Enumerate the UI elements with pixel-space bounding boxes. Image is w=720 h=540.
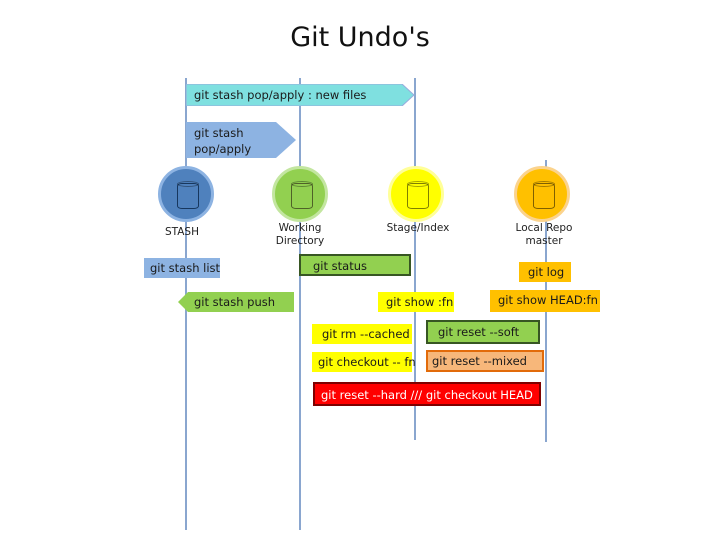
show-head-box: git show HEAD:fn (490, 290, 600, 312)
status-label: git status (313, 259, 367, 273)
log-box: git log (519, 262, 571, 282)
stash-caption: STASH (164, 226, 199, 238)
rm-cached-label: git rm --cached (322, 327, 410, 341)
repo-caption: Local Repo master (504, 222, 584, 248)
working-directory-cylinder-icon (291, 181, 313, 209)
stage-caption: Stage/Index (386, 222, 450, 234)
stash-push-label: git stash push (194, 295, 276, 309)
status-box: git status (299, 254, 411, 276)
working-caption-line-1: Working (278, 222, 322, 234)
stash-push-arrow (178, 292, 294, 312)
repo-circle (514, 166, 570, 222)
repo-cylinder-icon (533, 181, 555, 209)
log-label: git log (528, 265, 565, 279)
stash-circle (158, 166, 214, 222)
repo-caption-line-1: Local Repo (515, 222, 573, 234)
stage-circle (388, 166, 444, 222)
stage-cylinder-icon (407, 181, 429, 209)
checkout-fn-label: git checkout -- fn (318, 355, 416, 369)
checkout-fn-box: git checkout -- fn (312, 352, 416, 372)
stage-lane-line (414, 78, 416, 440)
stash-pop-apply-label-2: pop/apply (194, 142, 252, 156)
reset-mixed-label: git reset --mixed (432, 354, 527, 368)
reset-mixed-box: git reset --mixed (426, 350, 544, 372)
reset-hard-box: git reset --hard /// git checkout HEAD (313, 382, 541, 406)
show-fn-label: git show :fn (386, 295, 454, 309)
stash-pop-apply-label-1: git stash (194, 126, 244, 140)
working-caption-line-2: Directory (275, 235, 325, 247)
stash-pop-new-files-arrow (186, 84, 415, 106)
stash-pop-apply-arrow (186, 122, 296, 158)
working-directory-caption: Working Directory (260, 222, 340, 248)
reset-soft-box: git reset --soft (426, 320, 540, 344)
stash-pop-new-files-label: git stash pop/apply : new files (194, 88, 367, 102)
show-head-label: git show HEAD:fn (498, 293, 598, 307)
reset-soft-label: git reset --soft (438, 325, 520, 339)
working-lane-line (299, 78, 301, 530)
stash-cylinder-icon (177, 181, 199, 209)
repo-caption-line-2: master (525, 235, 563, 247)
show-fn-box: git show :fn (378, 292, 454, 312)
reset-hard-label: git reset --hard /// git checkout HEAD (321, 388, 533, 402)
rm-cached-box: git rm --cached (312, 324, 412, 344)
diagram-title: Git Undo's (290, 22, 430, 53)
working-directory-circle (272, 166, 328, 222)
stash-list-box: git stash list (144, 258, 220, 278)
stash-list-label: git stash list (150, 261, 221, 275)
